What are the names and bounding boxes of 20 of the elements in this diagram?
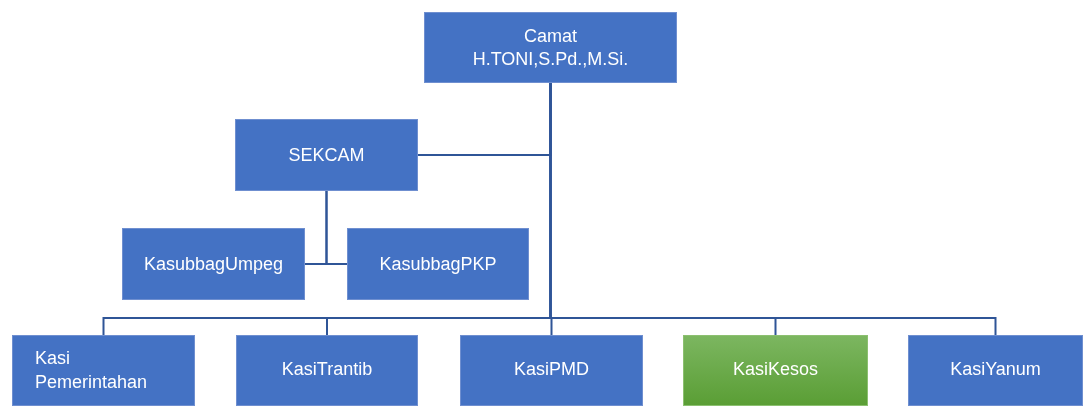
position-label: KasubbagUmpeg xyxy=(143,252,284,276)
position-label: Camat xyxy=(524,25,577,48)
position-label: KasubbagPKP xyxy=(379,252,497,276)
position-label: KasiKesos xyxy=(732,358,818,381)
position-box xyxy=(235,119,418,191)
position-label: Kasi Pemerintahan xyxy=(35,347,149,395)
position-box xyxy=(908,335,1083,406)
connector-line xyxy=(325,190,348,265)
position-label: KasiTrantib xyxy=(281,358,373,381)
position-label: KasiPMD xyxy=(514,358,589,381)
position-box xyxy=(460,335,643,406)
position-box xyxy=(347,228,529,300)
position-label: H.TONI,S.Pd.,M.Si. xyxy=(472,47,629,70)
position-box xyxy=(424,12,677,83)
position-box xyxy=(236,335,418,406)
position-label: KasiYanum xyxy=(950,358,1041,381)
position-box xyxy=(683,335,868,406)
position-box xyxy=(122,228,305,300)
position-box xyxy=(12,335,195,406)
position-label: SEKCAM xyxy=(288,143,365,167)
